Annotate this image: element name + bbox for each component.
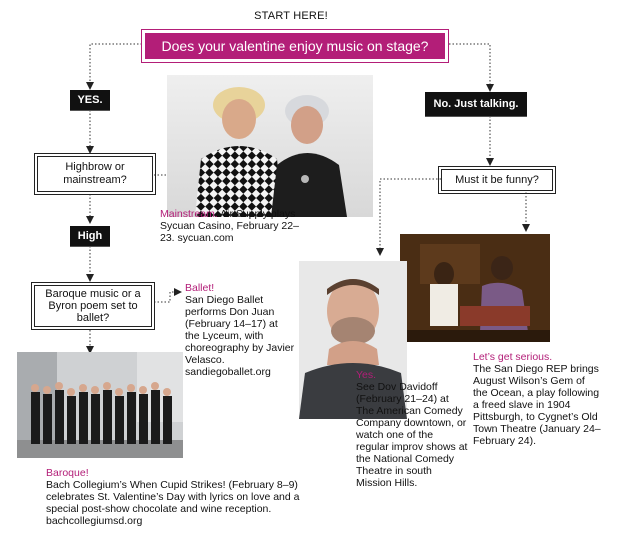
comedy-description: Yes.See Dov Davidoff (February 21–24) at… (356, 369, 468, 489)
baroque-question-box: Baroque music or a Byron poem set to bal… (31, 282, 155, 330)
air-supply-photo (167, 75, 373, 217)
connector-funny-yes (376, 178, 441, 256)
baroque-description: Baroque!Bach Collegium’s When Cupid Stri… (46, 467, 306, 527)
mainstream-heading: Mainstream. (160, 208, 218, 220)
serious-description: Let’s get serious.The San Diego REP brin… (473, 351, 601, 447)
funny-question: Must it be funny? (455, 174, 539, 186)
serious-heading: Let’s get serious. (473, 351, 553, 363)
connector-baroque-ballet (154, 288, 182, 303)
serious-body: The San Diego REP brings August Wilson’s… (473, 363, 601, 447)
highbrow-question: Highbrow or mainstream? (63, 161, 127, 186)
gem-of-the-ocean-photo (400, 234, 550, 342)
mainstream-description: Mainstream. Air Supply plays Sycuan Casi… (160, 208, 310, 244)
baroque-body: Bach Collegium’s When Cupid Strikes! (Fe… (46, 479, 300, 527)
ballet-heading: Ballet! (185, 282, 215, 294)
dov-davidoff-photo (299, 261, 407, 419)
baroque-question: Baroque music or a Byron poem set to bal… (45, 288, 141, 324)
highbrow-question-box: Highbrow or mainstream? (34, 153, 156, 195)
valentine-question: Does your valentine enjoy music on stage… (142, 30, 448, 62)
comedy-body: See Dov Davidoff (February 21–24) at The… (356, 381, 468, 489)
connector-question-no (442, 43, 494, 92)
start-label: START HERE! (254, 10, 328, 22)
yes-box: YES. (70, 90, 110, 110)
high-box: High (70, 226, 110, 246)
comedy-heading: Yes. (356, 369, 377, 381)
baroque-heading: Baroque! (46, 467, 89, 479)
ballet-description: Ballet!San Diego Ballet performs Don Jua… (185, 282, 295, 378)
mainstream-body: Air Supply plays Sycuan Casino, February… (160, 208, 299, 244)
funny-question-box: Must it be funny? (438, 166, 556, 194)
bach-collegium-photo (17, 352, 183, 458)
no-just-talking-box: No. Just talking. (425, 92, 527, 116)
connector-question-yes (86, 43, 142, 90)
ballet-body: San Diego Ballet performs Don Juan (Febr… (185, 294, 295, 378)
